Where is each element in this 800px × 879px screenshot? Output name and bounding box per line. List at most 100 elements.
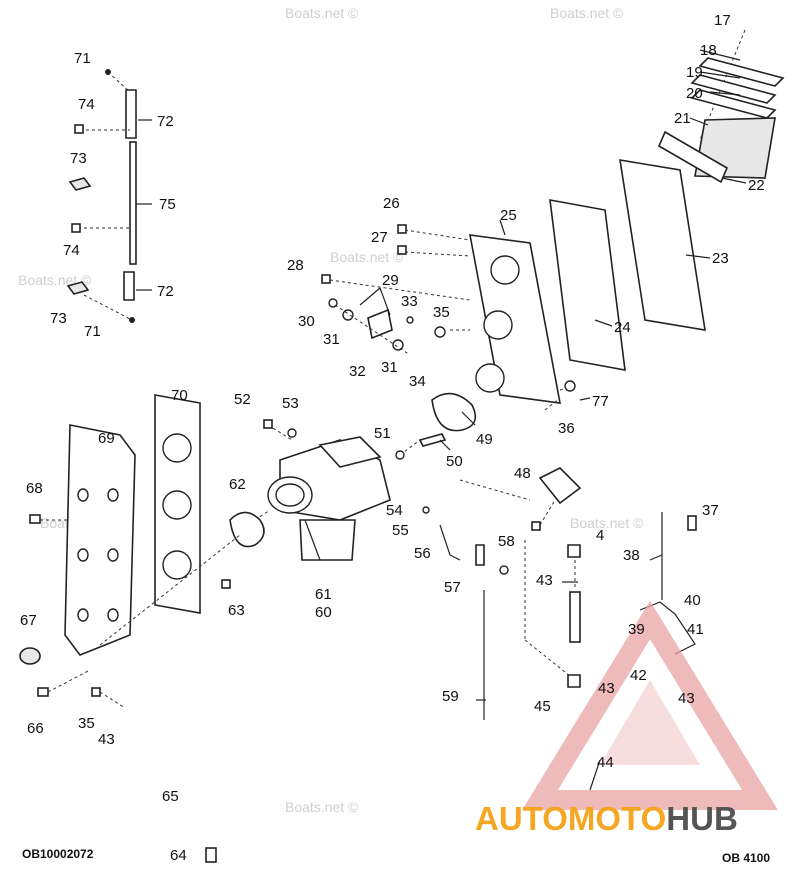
callout-32: 32 bbox=[349, 363, 366, 380]
callout-31b: 31 bbox=[381, 359, 398, 376]
filter-43 bbox=[569, 591, 581, 643]
carburetor-group bbox=[239, 419, 531, 561]
callout-45: 45 bbox=[534, 698, 551, 715]
callout-69: 69 bbox=[98, 430, 115, 447]
diagram-code-right: OB 4100 bbox=[722, 851, 770, 865]
logo-text-hub: HUB bbox=[666, 800, 738, 837]
callout-50: 50 bbox=[446, 453, 463, 470]
clip-73 bbox=[68, 177, 92, 191]
callout-75: 75 bbox=[159, 196, 176, 213]
reed-stop-18 bbox=[698, 57, 785, 87]
callout-52: 52 bbox=[234, 391, 251, 408]
callout-77: 77 bbox=[592, 393, 609, 410]
watermark: Boats.net © bbox=[550, 5, 624, 21]
callout-28: 28 bbox=[287, 257, 304, 274]
throttle-linkage-group bbox=[66, 69, 152, 323]
callout-39: 39 bbox=[628, 621, 645, 638]
callout-62: 62 bbox=[229, 476, 246, 493]
callout-72b: 72 bbox=[157, 283, 174, 300]
gasket-22 bbox=[657, 130, 729, 184]
gasket-62 bbox=[229, 511, 265, 548]
callout-35b: 35 bbox=[78, 715, 95, 732]
callout-23: 23 bbox=[712, 250, 729, 267]
gasket-49 bbox=[431, 392, 477, 432]
clip-73b bbox=[66, 281, 90, 295]
callout-30: 30 bbox=[298, 313, 315, 330]
elbow-4 bbox=[567, 544, 581, 558]
callout-73a: 73 bbox=[70, 150, 87, 167]
callout-60: 60 bbox=[315, 604, 332, 621]
callout-48: 48 bbox=[514, 465, 531, 482]
callout-55: 55 bbox=[392, 522, 409, 539]
callout-74a: 74 bbox=[78, 96, 95, 113]
watermark-layer: Boats.net © Boats.net © Boats.net © Boat… bbox=[18, 5, 644, 815]
reed-petal-19 bbox=[690, 74, 777, 104]
svg-text:AUTOMOTOHUB: AUTOMOTOHUB bbox=[475, 800, 738, 837]
hose-group bbox=[126, 703, 217, 863]
callout-26: 26 bbox=[383, 195, 400, 212]
fuel-parts-group bbox=[422, 467, 582, 720]
bracket-48 bbox=[538, 467, 582, 505]
float-bowl-61 bbox=[299, 519, 356, 561]
callout-65: 65 bbox=[162, 788, 179, 805]
logo-text-automoto: AUTOMOTO bbox=[475, 800, 666, 837]
callout-25: 25 bbox=[500, 207, 517, 224]
callout-74b: 74 bbox=[63, 242, 80, 259]
screw-74 bbox=[74, 124, 84, 134]
silencer-cover-69 bbox=[64, 424, 136, 656]
callout-56: 56 bbox=[414, 545, 431, 562]
callout-64: 64 bbox=[170, 847, 187, 864]
callout-53: 53 bbox=[282, 395, 299, 412]
callout-20: 20 bbox=[686, 85, 703, 102]
choke-lever-32 bbox=[367, 308, 393, 340]
callout-34: 34 bbox=[409, 373, 426, 390]
callout-72a: 72 bbox=[157, 113, 174, 130]
callout-33: 33 bbox=[401, 293, 418, 310]
callout-66: 66 bbox=[27, 720, 44, 737]
callout-71b: 71 bbox=[84, 323, 101, 340]
bracket-72 bbox=[125, 89, 137, 139]
intake-manifold-group bbox=[329, 224, 576, 411]
callout-71a: 71 bbox=[74, 50, 91, 67]
callout-31a: 31 bbox=[323, 331, 340, 348]
watermark: Boats.net © bbox=[330, 249, 404, 265]
callout-59: 59 bbox=[442, 688, 459, 705]
callout-19: 19 bbox=[686, 64, 703, 81]
screw-71b bbox=[129, 317, 135, 323]
callout-21: 21 bbox=[674, 110, 691, 127]
callout-63a: 63 bbox=[228, 602, 245, 619]
callout-70: 70 bbox=[171, 387, 188, 404]
callout-58: 58 bbox=[498, 533, 515, 550]
watermark: Boats.net © bbox=[285, 5, 359, 21]
plug-67 bbox=[19, 647, 41, 665]
callout-37: 37 bbox=[702, 502, 719, 519]
callout-49: 49 bbox=[476, 431, 493, 448]
link-rod-75 bbox=[129, 141, 137, 265]
choke-linkage-group bbox=[321, 274, 414, 356]
reed-plate-23 bbox=[619, 159, 706, 331]
callout-41: 41 bbox=[687, 621, 704, 638]
callout-labels: 17 18 19 20 21 22 23 24 25 26 27 28 29 3… bbox=[20, 12, 765, 864]
callout-27: 27 bbox=[371, 229, 388, 246]
callout-38: 38 bbox=[623, 547, 640, 564]
callout-29: 29 bbox=[382, 272, 399, 289]
screw-74b bbox=[71, 223, 81, 233]
callout-44: 44 bbox=[597, 754, 614, 771]
reed-valve-group bbox=[549, 29, 785, 371]
callout-43b: 43 bbox=[598, 680, 615, 697]
callout-17: 17 bbox=[714, 12, 731, 29]
screw-71 bbox=[105, 69, 111, 75]
callout-51: 51 bbox=[374, 425, 391, 442]
callout-18: 18 bbox=[700, 42, 717, 59]
callout-43a: 43 bbox=[536, 572, 553, 589]
fitting-64 bbox=[205, 847, 217, 863]
callout-36: 36 bbox=[558, 420, 575, 437]
gasket-24 bbox=[549, 199, 626, 371]
callout-43c: 43 bbox=[678, 690, 695, 707]
callout-4: 4 bbox=[596, 527, 604, 544]
automotohub-logo: AUTOMOTOHUB bbox=[475, 600, 778, 837]
callout-68: 68 bbox=[26, 480, 43, 497]
callout-54: 54 bbox=[386, 502, 403, 519]
leader-lines bbox=[304, 49, 747, 791]
